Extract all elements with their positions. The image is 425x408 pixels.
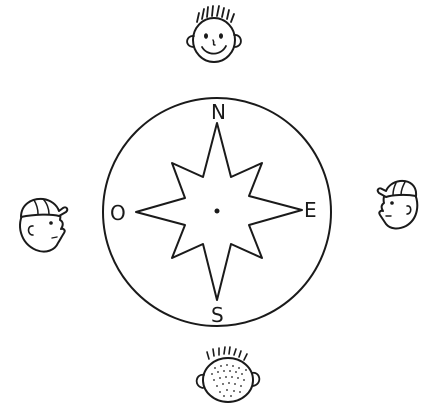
hair-texture-icon bbox=[211, 364, 247, 397]
label-north: N bbox=[211, 100, 226, 124]
west-child-profile-icon bbox=[20, 199, 67, 252]
compass-rose: N S E O bbox=[103, 98, 331, 327]
north-child-face-icon bbox=[187, 6, 241, 62]
compass-center-dot bbox=[215, 209, 220, 214]
east-child-profile-icon bbox=[378, 181, 418, 229]
south-child-back-icon bbox=[197, 347, 260, 402]
label-east: E bbox=[304, 198, 317, 222]
label-south: S bbox=[211, 303, 224, 327]
label-west: O bbox=[110, 201, 126, 225]
